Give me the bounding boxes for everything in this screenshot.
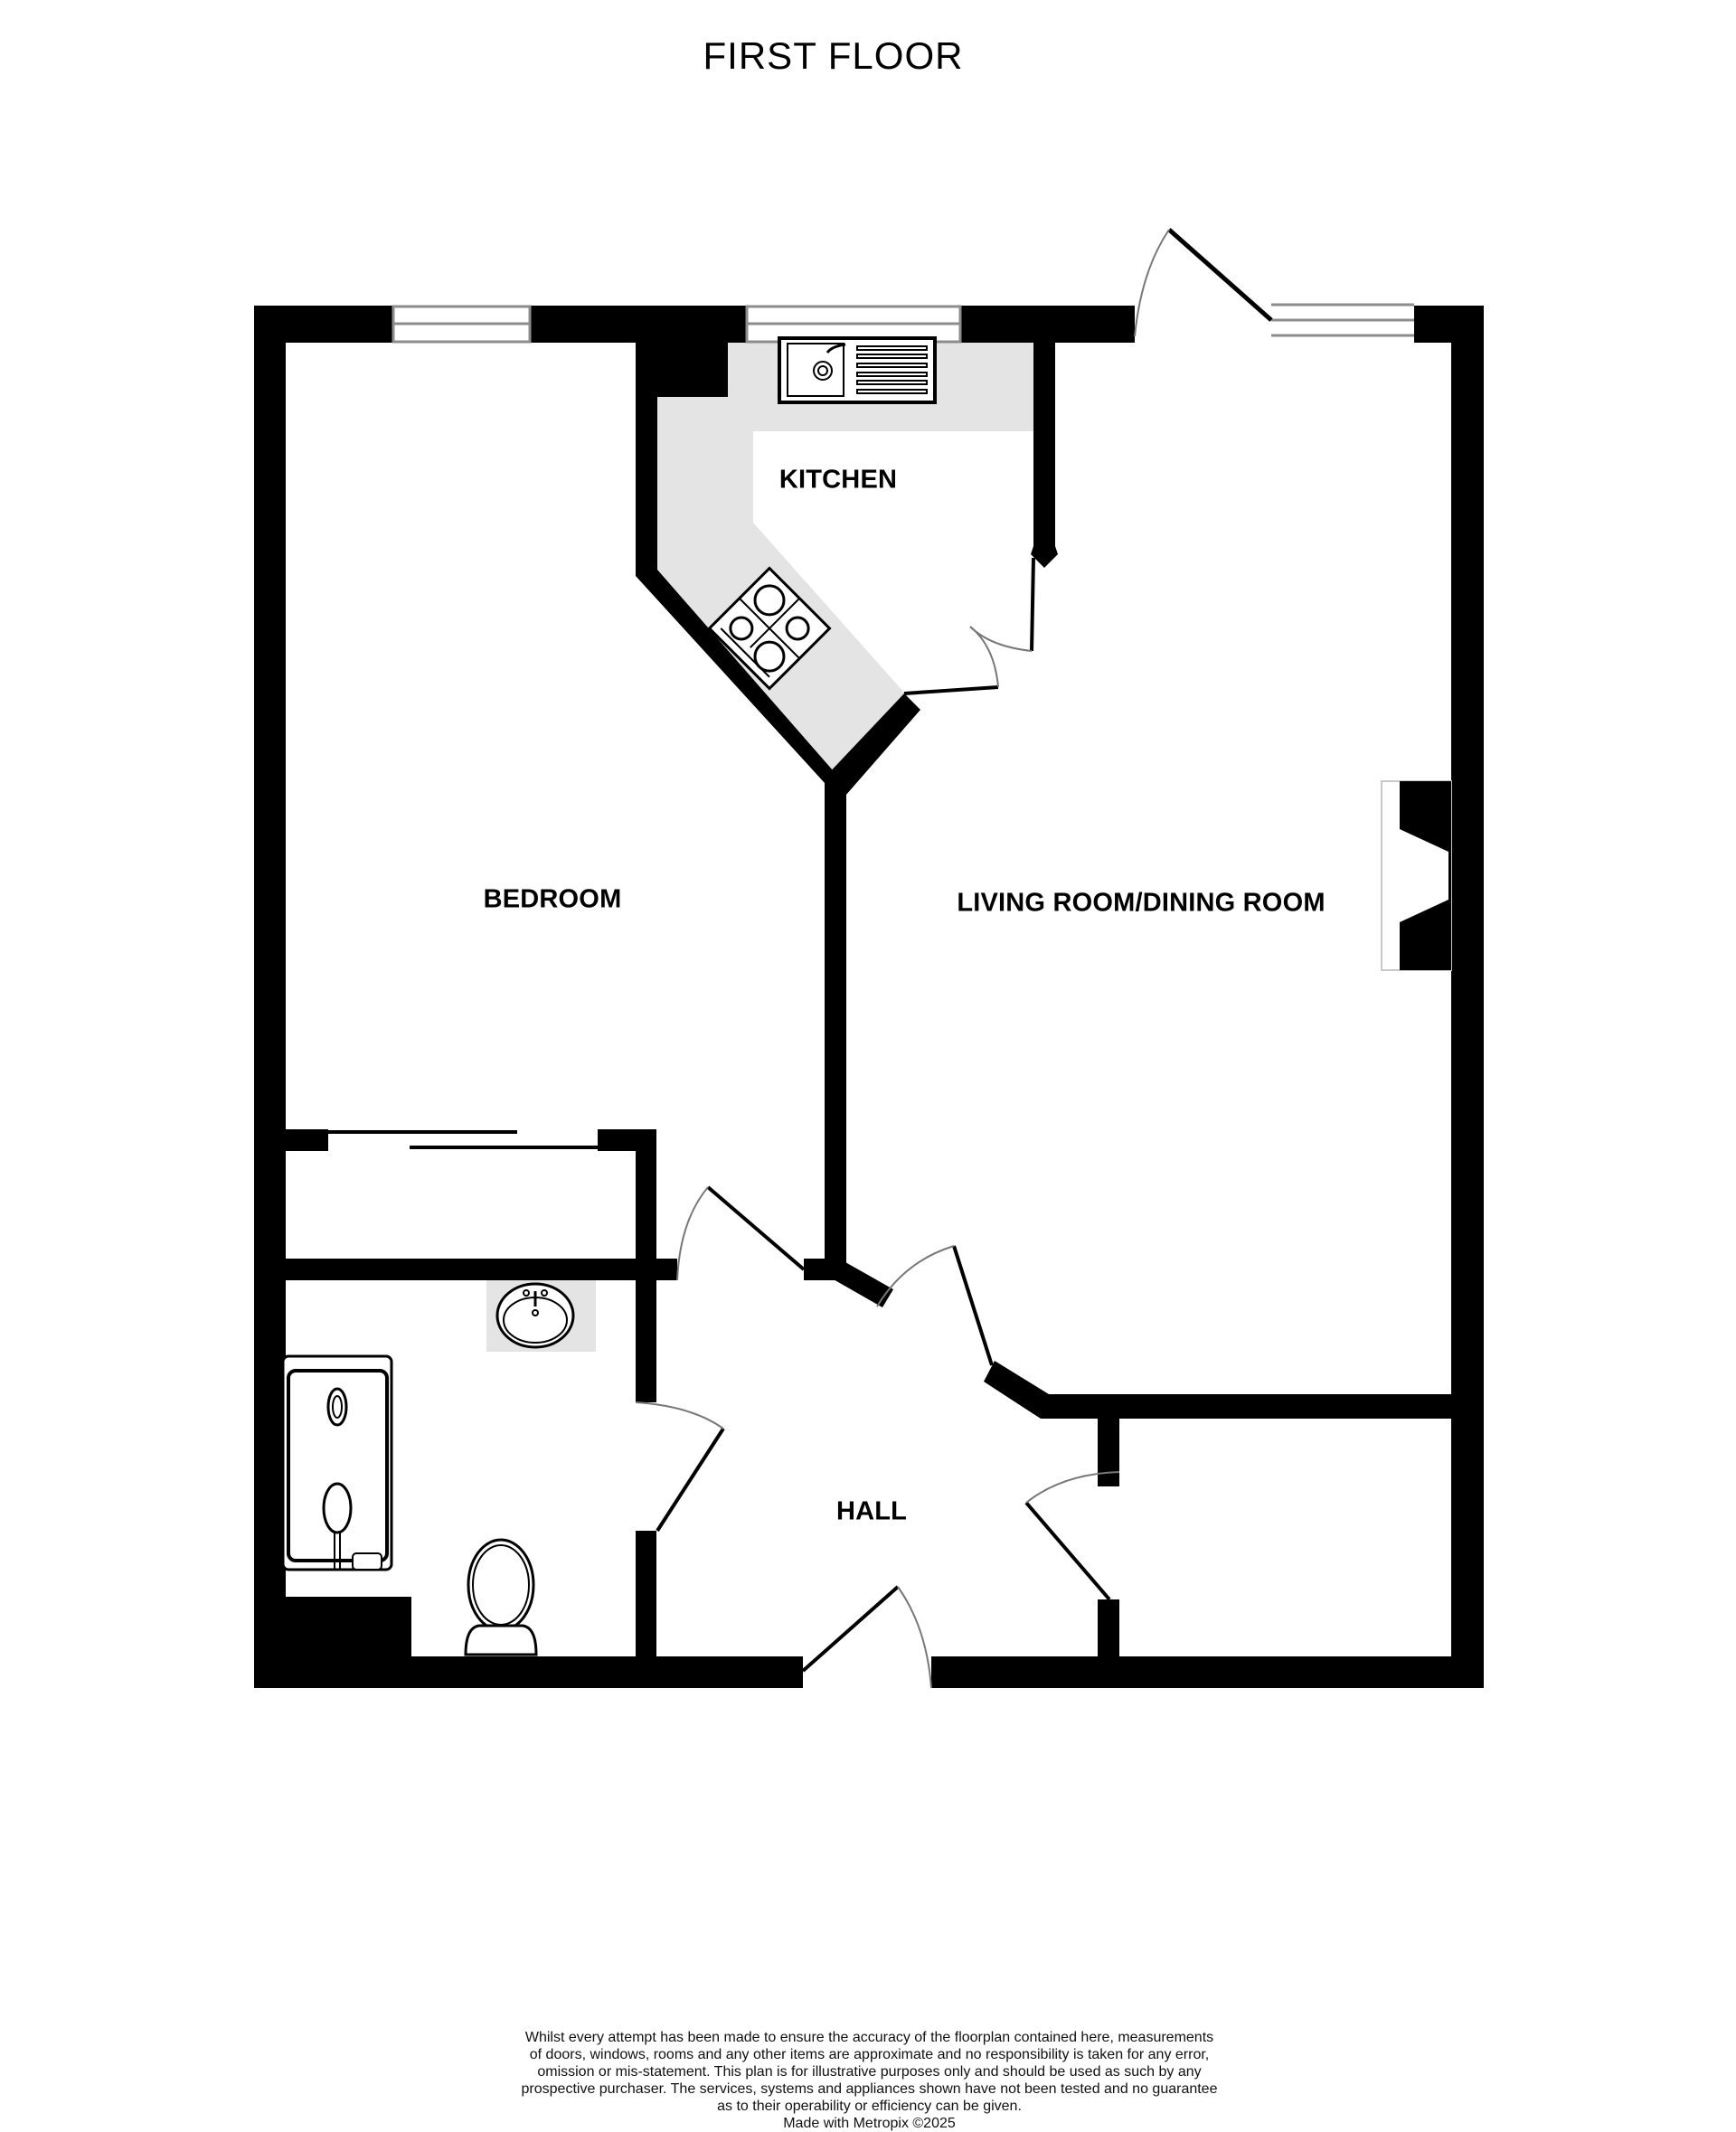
- floor-title: FIRST FLOOR: [703, 34, 964, 77]
- bathroom-door: [635, 1401, 725, 1533]
- cupboard-door: [1024, 1471, 1120, 1601]
- disclaimer-line: as to their operability or efficiency ca…: [717, 2099, 1022, 2114]
- sink-icon: [778, 336, 937, 404]
- fireplace-icon: [1381, 780, 1452, 971]
- bedroom-window: [392, 305, 532, 344]
- toilet-icon: [464, 1538, 538, 1656]
- hob-icon: [707, 566, 832, 691]
- balcony-door: [1134, 228, 1273, 337]
- walls: [254, 306, 1484, 1688]
- kitchen-window: [745, 305, 962, 344]
- room-label-hall: HALL: [835, 1496, 908, 1526]
- credit: Made with Metropix ©2025: [783, 2116, 956, 2131]
- disclaimer-line: omission or mis-statement. This plan is …: [537, 2064, 1202, 2080]
- disclaimer-line: of doors, windows, rooms and any other i…: [529, 2047, 1210, 2062]
- entrance-door: [801, 1585, 932, 1689]
- room-label-kitchen: KITCHEN: [778, 465, 898, 495]
- windows: [392, 303, 1414, 344]
- wardrobe-sliding-doors-icon: [328, 1130, 598, 1149]
- room-label-bedroom: BEDROOM: [483, 884, 622, 914]
- bedroom-door: [676, 1185, 806, 1281]
- room-label-living-dining: LIVING ROOM/DINING ROOM: [957, 888, 1326, 918]
- disclaimer-line: prospective purchaser. The services, sys…: [521, 2081, 1218, 2097]
- disclaimer: Whilst every attempt has been made to en…: [488, 2029, 1250, 2132]
- bath-icon: [281, 1354, 393, 1571]
- disclaimer-line: Whilst every attempt has been made to en…: [524, 2030, 1214, 2045]
- living-door: [876, 1245, 994, 1366]
- basin-icon: [486, 1280, 596, 1352]
- doors: [328, 228, 1273, 1689]
- kitchen-counter: [656, 343, 1033, 778]
- living-window: [1271, 303, 1414, 337]
- kitchen-door: [903, 557, 1035, 695]
